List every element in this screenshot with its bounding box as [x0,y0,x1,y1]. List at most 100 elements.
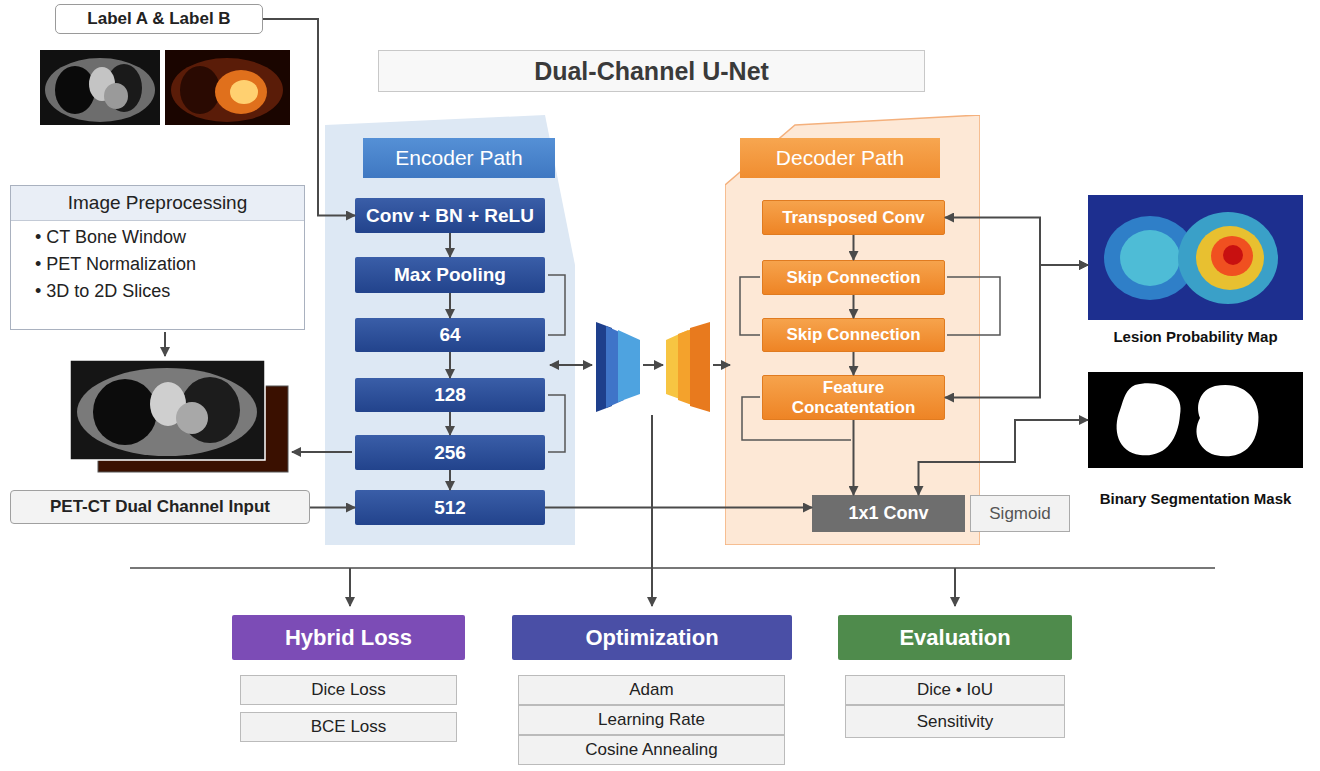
node-label: Skip Connection [786,268,920,288]
flow-arrow [349,568,351,606]
map-blob [1196,226,1264,290]
flow-arrow [164,332,166,356]
node-label: Label A & Label B [87,9,230,29]
panel-outline [325,115,575,545]
bullet-item: • CT Bone Window [11,221,304,248]
bullet-item: • PET Normalization [11,248,304,275]
ct-lung [55,66,95,114]
ct-image [40,50,160,125]
encoder-block: Max Pooling [355,257,545,293]
node-label: Sigmoid [989,504,1050,524]
diagram-title: Dual-Channel U-Net [378,50,925,92]
node-label: Conv + BN + ReLU [366,205,534,227]
node-label: Skip Connection [786,325,920,345]
node-label: Sensitivity [917,712,994,732]
segmentation-mask-image [1088,372,1303,468]
connector [545,507,812,509]
input-box: PET-CT Dual Channel Input [10,490,310,524]
slice-ct-lung [93,379,157,445]
divider-line [130,567,1215,569]
flow-arrow [643,364,663,366]
connector [310,507,355,509]
slice-ct-body [77,368,257,456]
encoder-block: 128 [355,378,545,412]
decoder-block: Skip Connection [762,318,945,352]
node-label: PET-CT Dual Channel Input [50,497,270,517]
node-label: Hybrid Loss [285,625,412,651]
slice-ct-lesion [176,402,208,434]
node-label: Cosine Annealing [585,740,717,760]
decoder-block: Skip Connection [762,260,945,295]
node-label: Max Pooling [394,264,506,286]
bottleneck-icon [596,322,710,412]
decoder-block: Transposed Conv [762,200,945,235]
pet-uptake [215,70,267,114]
node-label: Learning Rate [598,710,705,730]
node-label: 256 [434,442,466,464]
encoder-block: 64 [355,318,545,352]
connector [449,233,451,257]
pet-hotspot [230,80,258,104]
evaluation-header: Evaluation [838,615,1072,660]
panel-outline [725,115,980,545]
pet-image [165,50,290,125]
flow-arrow [292,451,352,453]
node-label: 1x1 Conv [848,503,928,524]
path-heading: Decoder Path [740,138,940,178]
encoder-icon-layer [618,330,640,402]
connector [449,412,451,435]
list-item-box: Cosine Annealing [518,735,785,765]
pet-ground [165,50,290,125]
map-blob [1211,236,1253,276]
conv-box: 1x1 Conv [812,495,965,532]
flow-arrow [550,364,592,366]
connector [853,352,855,375]
connector [853,295,855,318]
map-blob [1223,245,1243,265]
optimization-header: Optimization [512,615,792,660]
connector [449,352,451,378]
node-label: 64 [439,324,460,346]
decoder-block: Feature Concatentation [762,375,945,420]
pet-lung [180,66,220,114]
flow-arrow [651,415,653,606]
encoder-block: 256 [355,435,545,470]
panel-heading: Image Preprocessing [11,186,304,221]
path-heading: Encoder Path [363,138,555,178]
encoder-block: 512 [355,490,545,525]
title-text: Dual-Channel U-Net [534,57,769,86]
node-label: Feature Concatentation [763,378,944,417]
encoder-block: Conv + BN + ReLU [355,198,545,233]
node-label: 128 [434,384,466,406]
mask-ground [1088,372,1303,468]
flow-arrow [954,568,956,606]
probability-map-image [1088,195,1303,320]
node-label: Adam [629,680,673,700]
input-label-box: Label A & Label B [55,4,263,34]
map-blob [1120,230,1180,286]
node-label: Binary Segmentation Mask [1100,490,1292,507]
node-label: Dice • IoU [917,680,993,700]
list-item-box: Dice • IoU [845,675,1065,705]
connector [853,235,855,260]
node-label: Lesion Probability Map [1113,328,1277,345]
ct-ground [40,50,160,125]
connector [449,293,451,318]
node-label: 512 [434,497,466,519]
node-label: Evaluation [899,625,1010,651]
list-item-box: Learning Rate [518,705,785,735]
slice-ct-ground [70,360,265,460]
node-label: Optimization [585,625,718,651]
map-blob [1178,212,1278,304]
mask-region [1117,383,1181,455]
node-label: Dice Loss [311,680,386,700]
list-item-box: Adam [518,675,785,705]
map-ground [1088,195,1303,320]
bullet-item: • 3D to 2D Slices [11,275,304,302]
list-item-box: Sensitivity [845,705,1065,738]
node-label: Transposed Conv [782,208,925,228]
mask-region [1196,385,1258,456]
list-item-box: BCE Loss [240,712,457,742]
flow-arrow [713,364,730,366]
